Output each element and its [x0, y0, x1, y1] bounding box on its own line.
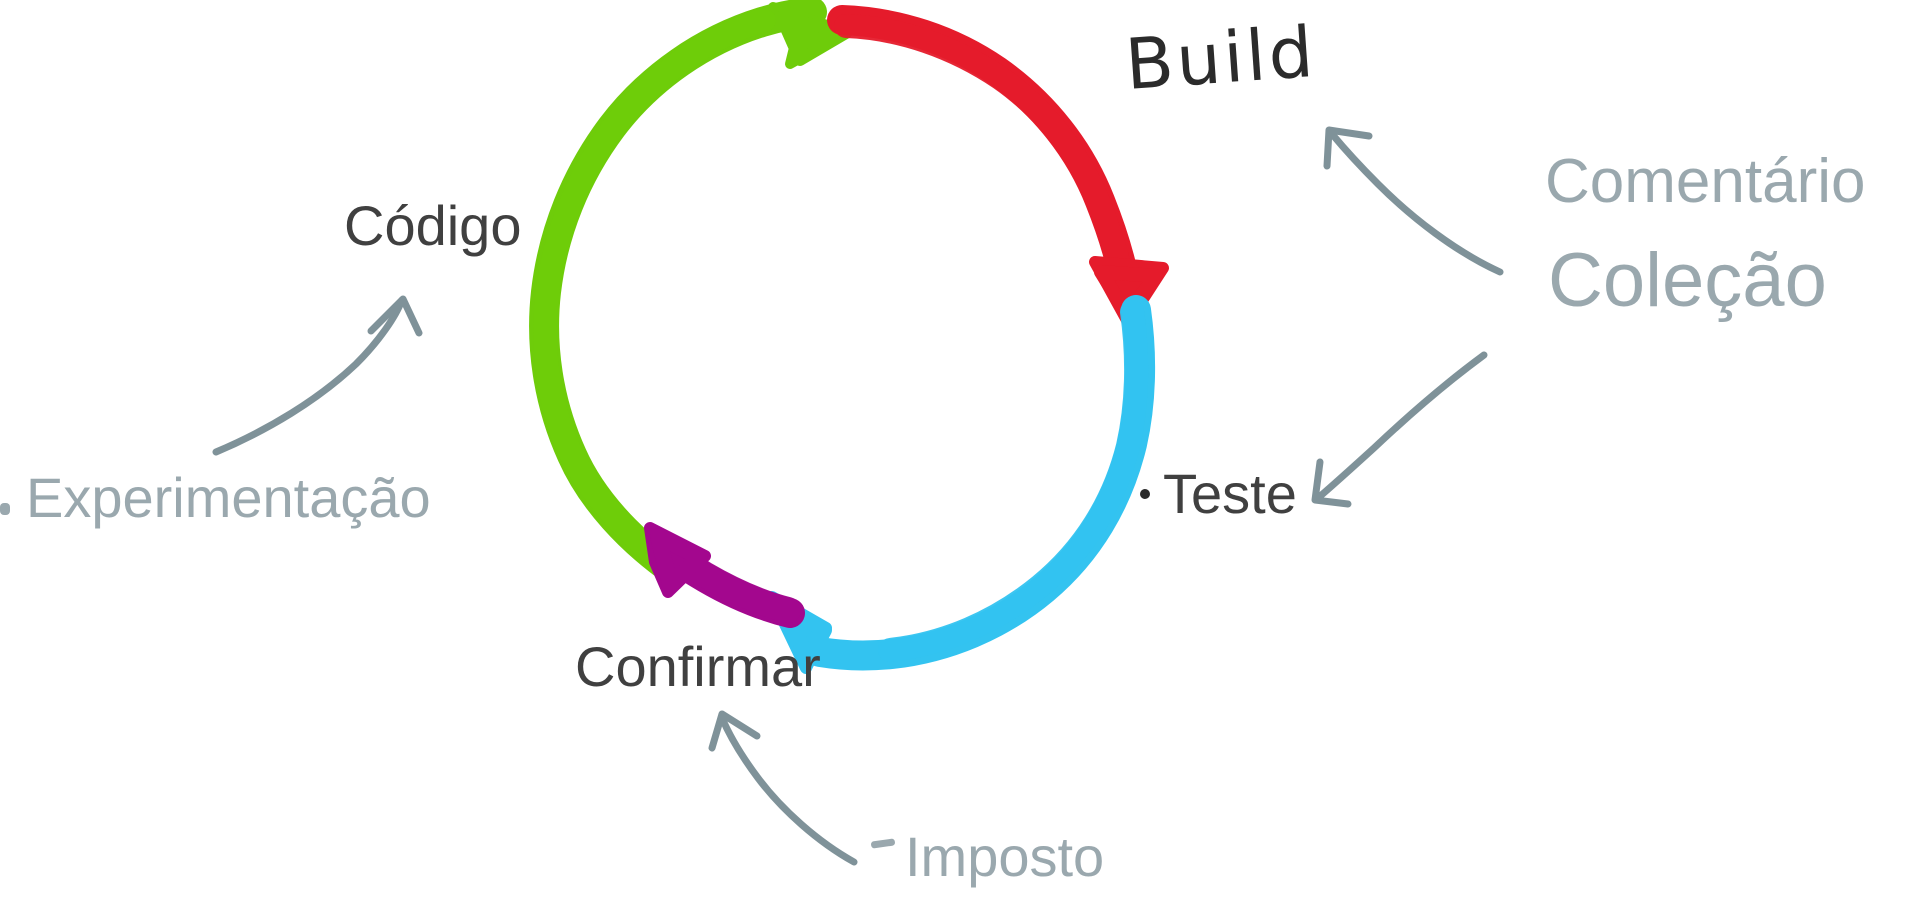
connector-imposto-to-confirmar — [708, 710, 858, 866]
connector-line — [1314, 351, 1488, 502]
cycle-segment-build — [827, 5, 1169, 328]
connector-arrowhead — [708, 710, 761, 752]
commit-arrowhead-purple-body — [650, 528, 708, 592]
build-arc-red-wobble — [834, 14, 1136, 298]
cycle-segment-code — [529, 0, 853, 585]
cycle-label-commit: Confirmar — [575, 635, 821, 698]
build-arrowhead-red-body — [1094, 265, 1163, 321]
connector-line — [718, 714, 858, 866]
test-arc-cyan — [805, 295, 1156, 671]
cycle-segment-test — [766, 295, 1156, 674]
code-arc-green-wobble — [533, 8, 776, 578]
connector-arrowhead — [1311, 458, 1352, 508]
cycle-label-test: Teste — [1163, 462, 1297, 525]
annotation-comentario: Comentário — [1545, 147, 1866, 216]
experimentacao-ink-mark — [0, 503, 10, 515]
annotation-experimentacao: Experimentação — [26, 466, 431, 529]
cycle-label-build: Build — [1122, 10, 1319, 106]
code-arrowhead-green-tail — [775, 11, 852, 66]
annotation-imposto: Imposto — [905, 825, 1105, 888]
connector-arrowhead — [1323, 126, 1373, 170]
test-arc-cyan-wobble — [878, 300, 1149, 662]
connector-experimentacao-to-codigo — [212, 295, 423, 456]
connector-arrowhead — [367, 295, 423, 337]
connector-colecao-to-teste — [1311, 351, 1488, 508]
cycle-label-code: Código — [344, 194, 522, 257]
connector-comentario-to-build — [1323, 126, 1504, 276]
cycle-segment-commit — [644, 522, 805, 628]
teste-ink-dot — [1140, 489, 1150, 499]
connector-line — [212, 296, 406, 456]
annotation-colecao: Coleção — [1548, 238, 1827, 323]
connector-line — [1328, 130, 1504, 276]
